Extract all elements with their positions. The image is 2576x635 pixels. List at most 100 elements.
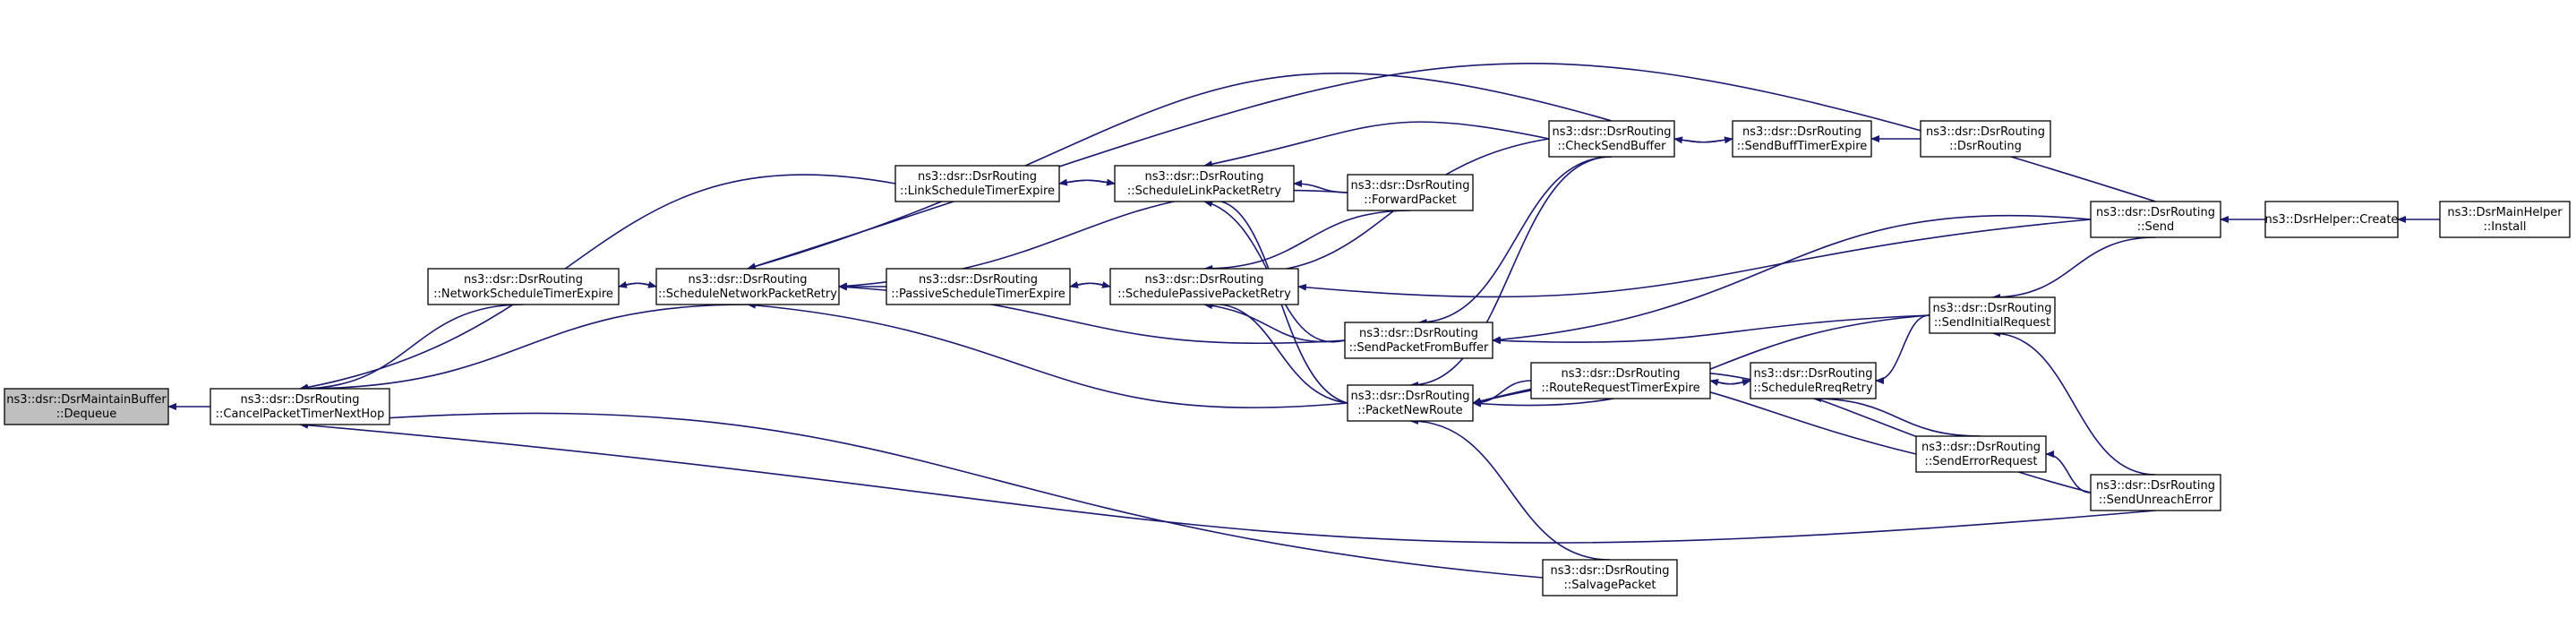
node-label-line: ns3::dsr::DsrRouting [1551, 564, 1670, 578]
node-box[interactable] [1344, 322, 1493, 359]
edge-sendfrombuf-to-passretry [1203, 302, 1346, 343]
edge-line [299, 412, 1544, 579]
node-netexpire[interactable]: ns3::dsr::DsrRouting::NetworkScheduleTim… [427, 268, 620, 305]
node-layer: ns3::dsr::DsrMaintainBuffer::Dequeuens3:… [4, 120, 2571, 596]
node-passexpire[interactable]: ns3::dsr::DsrRouting::PassiveScheduleTim… [886, 268, 1071, 305]
node-label-line: ::NetworkScheduleTimerExpire [433, 287, 613, 301]
node-passretry[interactable]: ns3::dsr::DsrRouting::SchedulePassivePac… [1109, 268, 1299, 305]
node-label-line: ns3::dsr::DsrRouting [689, 273, 808, 287]
edge-line [1203, 210, 1411, 272]
node-newroute[interactable]: ns3::dsr::DsrRouting::PacketNewRoute [1347, 384, 1474, 422]
node-linkretry[interactable]: ns3::dsr::DsrRouting::ScheduleLinkPacket… [1114, 165, 1295, 202]
node-dequeue[interactable]: ns3::dsr::DsrMaintainBuffer::Dequeue [4, 388, 169, 425]
node-rreqexpire[interactable]: ns3::dsr::DsrRouting::RouteRequestTimerE… [1530, 362, 1711, 399]
node-label-line: ::ForwardPacket [1364, 193, 1457, 207]
node-label-line: ns3::dsr::DsrRouting [1145, 170, 1264, 184]
node-box[interactable] [2090, 201, 2221, 238]
edge-netexpire-to-netretry [618, 281, 657, 288]
node-errreq[interactable]: ns3::dsr::DsrRouting::SendErrorRequest [1915, 435, 2047, 473]
node-initreq[interactable]: ns3::dsr::DsrRouting::SendInitialRequest [1929, 296, 2056, 334]
node-box[interactable] [1347, 174, 1474, 211]
node-label-line: ns3::dsr::DsrRouting [2096, 479, 2215, 493]
node-label-line: ns3::dsr::DsrRouting [1742, 125, 1861, 139]
edge-line [747, 73, 1613, 270]
edge-passexpire-to-passretry [1069, 281, 1111, 288]
node-forward[interactable]: ns3::dsr::DsrRouting::ForwardPacket [1347, 174, 1474, 211]
edge-checkbuf-to-buftimer [1673, 136, 1733, 144]
node-buftimer[interactable]: ns3::dsr::DsrRouting::SendBuffTimerExpir… [1732, 120, 1872, 158]
node-install[interactable]: ns3::DsrMainHelper::Install [2439, 201, 2571, 238]
node-label-line: ns3::DsrHelper::Create [2265, 213, 2399, 227]
node-label-line: ns3::dsr::DsrRouting [1553, 125, 1672, 139]
edge-line [1875, 314, 1930, 384]
node-label-line: ns3::dsr::DsrMaintainBuffer [6, 393, 167, 407]
edge-line [1058, 178, 1116, 186]
node-label-line: ::SendPacketFromBuffer [1349, 341, 1489, 355]
edge-unreach-to-errreq [2045, 451, 2092, 493]
node-checkbuf[interactable]: ns3::dsr::DsrRouting::CheckSendBuffer [1548, 120, 1675, 158]
node-label-line: ::RouteRequestTimerExpire [1541, 382, 1699, 395]
node-box[interactable] [2090, 474, 2221, 511]
node-label-line: ::PassiveScheduleTimerExpire [891, 287, 1065, 301]
node-netretry[interactable]: ns3::dsr::DsrRouting::ScheduleNetworkPac… [655, 268, 840, 305]
edge-unreach-to-initreq [1991, 330, 2156, 476]
node-label-line: ::CancelPacketTimerNextHop [216, 408, 385, 421]
node-create[interactable]: ns3::DsrHelper::Create [2264, 201, 2399, 238]
node-box[interactable] [2264, 201, 2399, 238]
node-box[interactable] [1750, 362, 1877, 399]
node-box[interactable] [894, 165, 1060, 202]
edge-line [299, 304, 524, 392]
node-box[interactable] [210, 388, 390, 425]
node-linkexpire[interactable]: ns3::dsr::DsrRouting::LinkScheduleTimerE… [894, 165, 1060, 202]
node-send[interactable]: ns3::dsr::DsrRouting::Send [2090, 201, 2221, 238]
node-label-line: ::Install [2484, 220, 2527, 234]
edge-salvage-to-newroute [1409, 417, 1611, 561]
node-box[interactable] [1915, 435, 2047, 473]
node-label-line: ::LinkScheduleTimerExpire [900, 184, 1055, 198]
node-label-line: ns3::dsr::DsrRouting [1754, 367, 1873, 381]
node-label-line: ::ScheduleNetworkPacketRetry [658, 287, 837, 301]
edge-line [1991, 330, 2156, 476]
edge-forward-to-linkretry [1293, 180, 1348, 193]
edge-line [299, 174, 896, 391]
node-box[interactable] [1542, 559, 1678, 596]
node-box[interactable] [886, 268, 1071, 305]
edge-initreq-to-sendfrombuf [1492, 314, 1930, 345]
edge-line [1409, 156, 1613, 389]
node-sendfrombuf[interactable]: ns3::dsr::DsrRouting::SendPacketFromBuff… [1344, 322, 1493, 359]
node-box[interactable] [2439, 201, 2571, 238]
node-cancel[interactable]: ns3::dsr::DsrRouting::CancelPacketTimerN… [210, 388, 390, 425]
edge-send-to-passretry [1297, 219, 2092, 298]
edge-netexpire-to-cancel [299, 304, 524, 392]
edge-line [1069, 281, 1111, 288]
edge-netretry-to-cancel [299, 304, 749, 392]
node-unreach[interactable]: ns3::dsr::DsrRouting::SendUnreachError [2090, 474, 2221, 511]
node-box[interactable] [1347, 384, 1474, 422]
node-box[interactable] [655, 268, 840, 305]
node-box[interactable] [1929, 296, 2056, 334]
node-box[interactable] [427, 268, 620, 305]
edge-checkbuf-to-newroute [1409, 156, 1613, 389]
node-label-line: ns3::dsr::DsrRouting [464, 273, 583, 287]
node-box[interactable] [1920, 120, 2051, 158]
node-label-line: ::SendUnreachError [2099, 493, 2213, 507]
edge-line [299, 421, 2156, 544]
edge-errreq-to-rreqretry [1812, 395, 1981, 437]
edge-line [1492, 314, 1930, 345]
node-box[interactable] [1548, 120, 1675, 158]
node-label-line: ns3::dsr::DsrRouting [919, 273, 1038, 287]
node-salvage[interactable]: ns3::dsr::DsrRouting::SalvagePacket [1542, 559, 1678, 596]
node-box[interactable] [1530, 362, 1711, 399]
edge-line [1991, 236, 2156, 301]
node-box[interactable] [1732, 120, 1872, 158]
node-box[interactable] [1109, 268, 1299, 305]
node-label-line: ns3::dsr::DsrRouting [1562, 367, 1681, 381]
node-box[interactable] [4, 388, 169, 425]
node-label-line: ns3::dsr::DsrRouting [1926, 125, 2045, 139]
node-rreqretry[interactable]: ns3::dsr::DsrRouting::ScheduleRreqRetry [1750, 362, 1877, 399]
edge-initreq-to-rreqretry [1875, 314, 1930, 384]
edge-salvage-to-cancel [299, 412, 1544, 579]
edge-rreqexpire-to-rreqretry [1709, 379, 1751, 386]
node-ctor[interactable]: ns3::dsr::DsrRouting::DsrRouting [1920, 120, 2051, 158]
node-box[interactable] [1114, 165, 1295, 202]
